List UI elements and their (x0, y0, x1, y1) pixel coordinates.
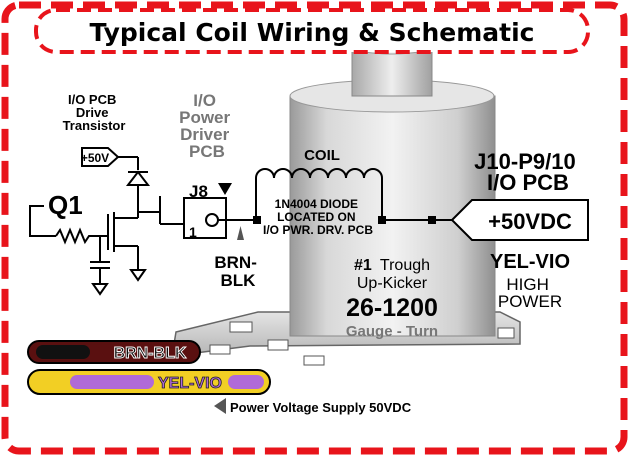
connector-node (428, 216, 436, 224)
brn-blk-wire: BRN-BLK (27, 340, 201, 364)
high-power-label: HIGH POWER (498, 275, 562, 311)
pin-arrow-icon (237, 226, 244, 240)
diagram-title: Typical Coil Wiring & Schematic (90, 18, 535, 47)
coil-node-right (378, 216, 386, 224)
up-kicker-label: Up-Kicker (357, 275, 428, 292)
power-box-label: +50VDC (488, 209, 572, 234)
yel-vio-wire-label: YEL-VIO (158, 375, 222, 392)
pin-label: 1 (189, 224, 197, 240)
connector-arrow-icon (218, 183, 232, 195)
coil-label: COIL (304, 147, 340, 164)
connector-label: J8 (189, 182, 208, 201)
gauge-turn-label: Gauge - Turn (346, 323, 438, 340)
power-driver-pcb-label: I/O Power Driver PCB (179, 91, 235, 161)
schematic-lines (29, 147, 589, 296)
supply-tag-label: +50V (81, 151, 109, 165)
yel-vio-label: YEL-VIO (490, 251, 570, 273)
drive-transistor-label: I/O PCB Drive Transistor (63, 92, 126, 133)
transistor-label: Q1 (48, 190, 83, 220)
yel-vio-wire: YEL-VIO (27, 369, 271, 395)
brn-blk-label: BRN- BLK (214, 253, 261, 290)
coil-node-left (253, 216, 261, 224)
trough-label: #1 Trough (354, 257, 430, 274)
title-banner (34, 8, 590, 54)
diode-note: 1N4004 DIODE LOCATED ON I/O PWR. DRV. PC… (263, 197, 373, 237)
j10-label: J10-P9/10 I/O PCB (474, 149, 582, 195)
brn-blk-wire-label: BRN-BLK (114, 345, 187, 362)
supply-note: Power Voltage Supply 50VDC (230, 400, 412, 415)
part-number: 26-1200 (346, 294, 438, 322)
supply-arrow-icon (214, 398, 226, 414)
